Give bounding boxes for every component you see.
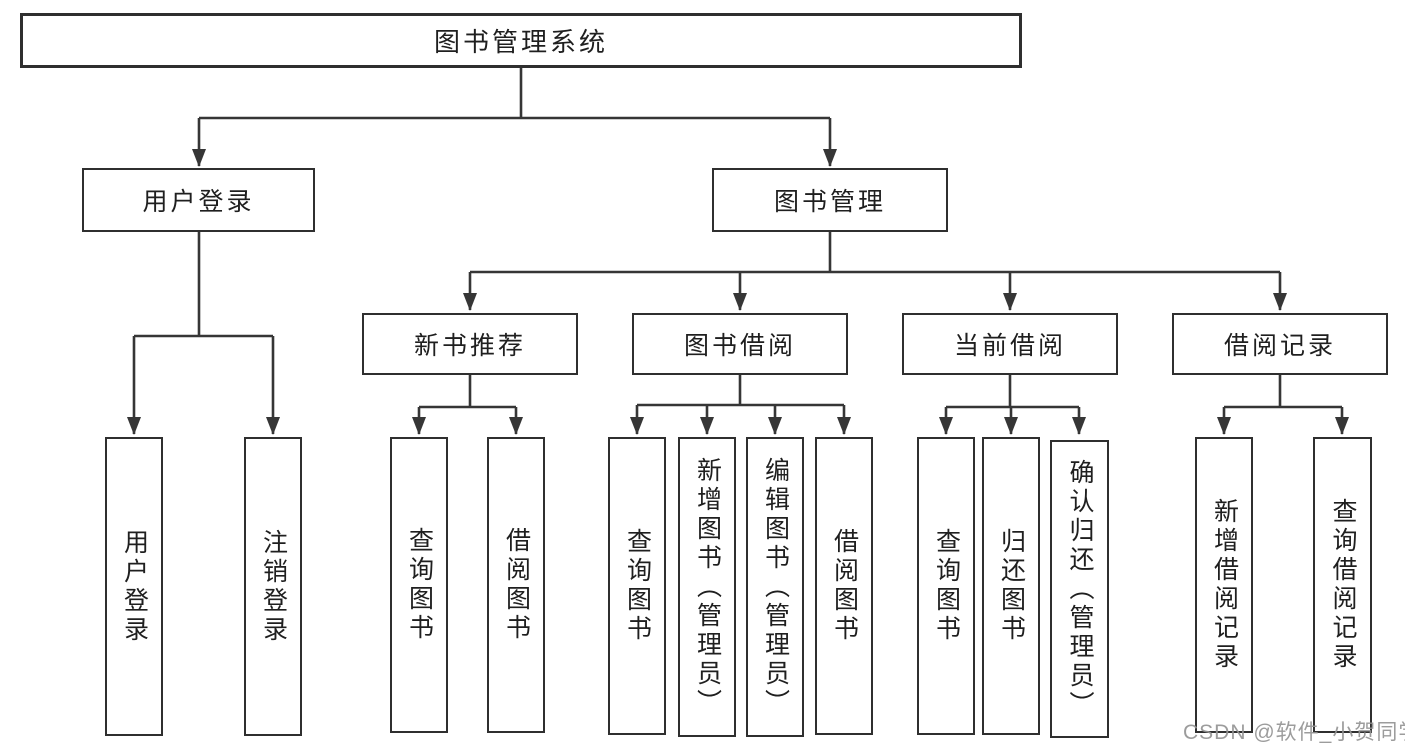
node-current-borrow: 当前借阅 [902, 313, 1118, 375]
leaf-query-borrow-record: 查询借阅记录 [1313, 437, 1372, 733]
node-book-management: 图书管理 [712, 168, 948, 232]
leaf-return-book: 归还图书 [982, 437, 1040, 735]
node-borrow-records: 借阅记录 [1172, 313, 1388, 375]
node-new-book-recommend: 新书推荐 [362, 313, 578, 375]
leaf-query-books-1: 查询图书 [390, 437, 448, 733]
leaf-add-borrow-record: 新增借阅记录 [1195, 437, 1253, 733]
node-user-login: 用户登录 [82, 168, 315, 232]
leaf-add-book-admin: 新增图书（管理员） [678, 437, 736, 737]
leaf-query-books-2: 查询图书 [608, 437, 666, 735]
leaf-borrow-books-2: 借阅图书 [815, 437, 873, 735]
leaf-query-books-3: 查询图书 [917, 437, 975, 735]
leaf-logout: 注销登录 [244, 437, 302, 736]
leaf-borrow-books-1: 借阅图书 [487, 437, 545, 733]
node-root-system: 图书管理系统 [20, 13, 1022, 68]
leaf-confirm-return-admin: 确认归还（管理员） [1050, 440, 1109, 738]
node-book-borrow: 图书借阅 [632, 313, 848, 375]
leaf-user-login: 用户登录 [105, 437, 163, 736]
leaf-edit-book-admin: 编辑图书（管理员） [746, 437, 804, 737]
csdn-watermark: CSDN @软件_小贺同学 [1183, 721, 1405, 744]
